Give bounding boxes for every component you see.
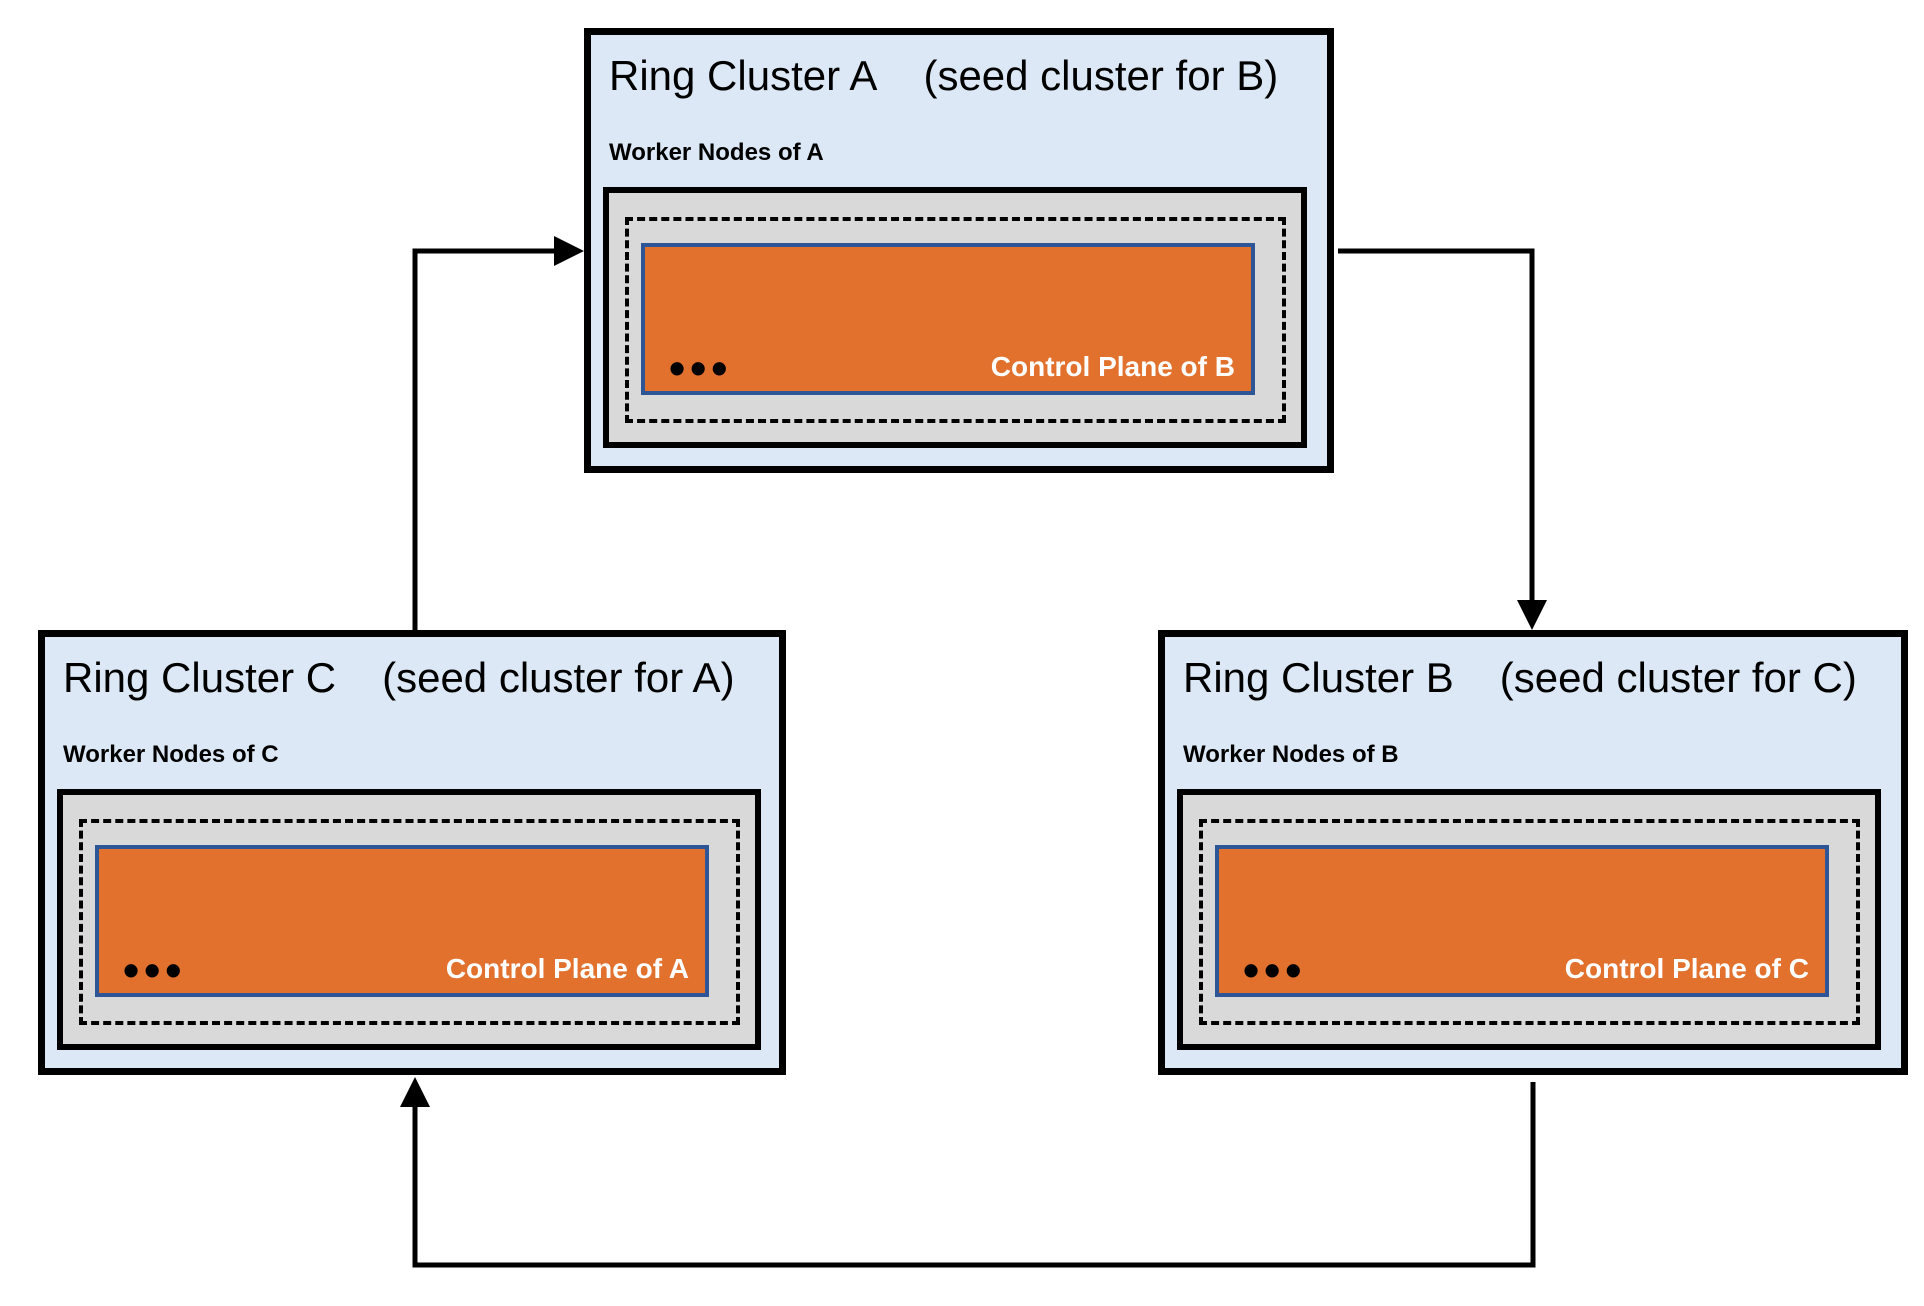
cluster-a-dashed-boundary: ••• Control Plane of B bbox=[625, 217, 1286, 423]
cluster-c-control-plane-box: ••• Control Plane of A bbox=[95, 845, 709, 997]
ellipsis-dots: ••• bbox=[123, 944, 187, 996]
cluster-b-dashed-boundary: ••• Control Plane of C bbox=[1199, 819, 1860, 1025]
ellipsis-dots: ••• bbox=[1243, 944, 1307, 996]
cluster-a-worker-nodes-label: Worker Nodes of A bbox=[609, 139, 824, 166]
ellipsis-dots: ••• bbox=[669, 342, 733, 394]
cluster-a-title: Ring Cluster A bbox=[609, 52, 878, 99]
cluster-c-dashed-boundary: ••• Control Plane of A bbox=[79, 819, 740, 1025]
cluster-c-seed-label: (seed cluster for A) bbox=[382, 654, 735, 701]
cluster-c-title-row: Ring Cluster C (seed cluster for A) bbox=[63, 653, 735, 703]
cluster-b-worker-nodes-label: Worker Nodes of B bbox=[1183, 741, 1399, 768]
cluster-a-worker-nodes-area: ••• Control Plane of B bbox=[603, 187, 1307, 448]
arrow-a-to-b bbox=[1338, 248, 1547, 630]
cluster-b-control-plane-box: ••• Control Plane of C bbox=[1215, 845, 1829, 997]
cluster-b-worker-nodes-area: ••• Control Plane of C bbox=[1177, 789, 1881, 1050]
cluster-a-control-plane-box: ••• Control Plane of B bbox=[641, 243, 1255, 395]
cluster-a-control-plane-row: ••• Control Plane of B bbox=[669, 342, 1235, 394]
cluster-c-worker-nodes-area: ••• Control Plane of A bbox=[57, 789, 761, 1050]
cluster-b-seed-label: (seed cluster for C) bbox=[1499, 654, 1857, 701]
cluster-b-control-plane-row: ••• Control Plane of C bbox=[1243, 944, 1809, 996]
cluster-a: Ring Cluster A (seed cluster for B) Work… bbox=[584, 28, 1334, 473]
arrowhead-up-icon bbox=[400, 1077, 430, 1107]
cluster-b-control-plane-label: Control Plane of C bbox=[1564, 953, 1809, 985]
cluster-a-seed-label: (seed cluster for B) bbox=[923, 52, 1279, 99]
cluster-a-control-plane-label: Control Plane of B bbox=[990, 351, 1235, 383]
arrowhead-down-icon bbox=[1517, 600, 1547, 630]
cluster-b-title: Ring Cluster B bbox=[1183, 654, 1454, 701]
arrow-c-to-a bbox=[412, 236, 584, 630]
cluster-b-title-row: Ring Cluster B (seed cluster for C) bbox=[1183, 653, 1857, 703]
cluster-c: Ring Cluster C (seed cluster for A) Work… bbox=[38, 630, 786, 1075]
arrowhead-right-icon bbox=[554, 236, 584, 266]
cluster-c-control-plane-row: ••• Control Plane of A bbox=[123, 944, 689, 996]
cluster-c-title: Ring Cluster C bbox=[63, 654, 337, 701]
cluster-c-control-plane-label: Control Plane of A bbox=[445, 953, 689, 985]
cluster-a-title-row: Ring Cluster A (seed cluster for B) bbox=[609, 51, 1278, 101]
cluster-b: Ring Cluster B (seed cluster for C) Work… bbox=[1158, 630, 1908, 1075]
arrow-b-to-c bbox=[400, 1077, 1536, 1268]
cluster-c-worker-nodes-label: Worker Nodes of C bbox=[63, 741, 279, 768]
